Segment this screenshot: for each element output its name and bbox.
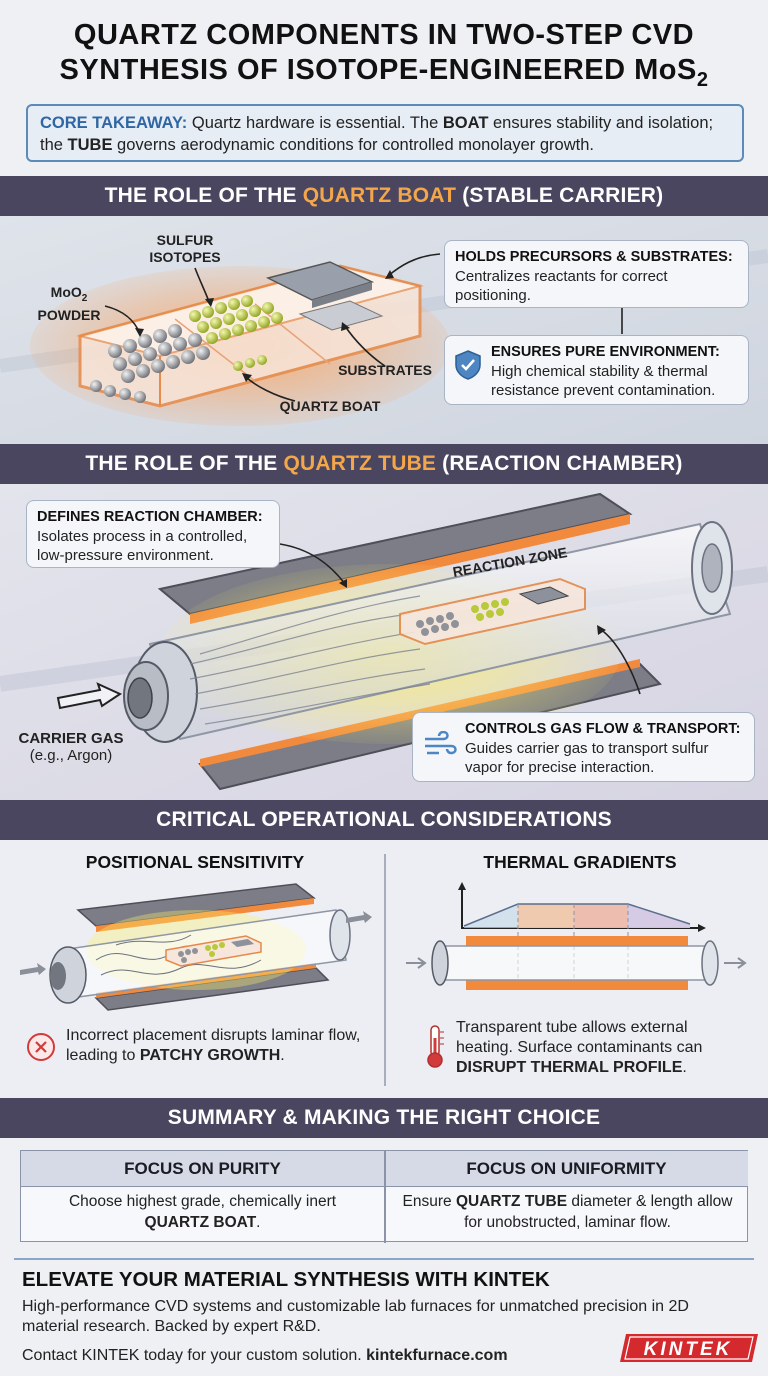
takeaway-text-2: ensures stability and isolation; the [40, 114, 714, 154]
summary-col2-bold: QUARTZ TUBE [455, 1193, 568, 1210]
summary-col1-header: FOCUS ON PURITY [21, 1151, 384, 1187]
label-quartz-boat: QUARTZ BOAT [279, 398, 381, 414]
shield-check-icon [455, 350, 481, 380]
takeaway-boat: BOAT [442, 114, 489, 132]
summary-col2-text: Ensure [402, 1193, 456, 1210]
summary-col1-end: . [256, 1214, 261, 1231]
callout-chamber-heading: DEFINES REACTION CHAMBER: [37, 509, 263, 525]
title-line-1: QUARTZ COMPONENTS IN TWO-STEP CVD [73, 19, 695, 51]
summary-col2-header: FOCUS ON UNIFORMITY [385, 1151, 748, 1187]
core-takeaway-box: CORE TAKEAWAY: Quartz hardware is essent… [26, 104, 744, 162]
tube-heading-pre: THE ROLE OF THE [85, 452, 284, 475]
takeaway-text-3: governs aerodynamic conditions for contr… [112, 136, 594, 154]
label-sulfur-isotopes: SULFUR ISOTOPES [149, 232, 221, 265]
cta-contact: Contact KINTEK today for your custom sol… [22, 1347, 508, 1365]
considerations-heading: CRITICAL OPERATIONAL CONSIDERATIONS [0, 800, 768, 840]
cta-heading: ELEVATE YOUR MATERIAL SYNTHESIS WITH KIN… [22, 1268, 550, 1291]
positional-note-end: . [280, 1047, 285, 1064]
positional-sensitivity-note: Incorrect placement disrupts laminar flo… [66, 1026, 366, 1066]
cta-link[interactable]: kintekfurnace.com [366, 1347, 508, 1364]
callout-gas-flow: CONTROLS GAS FLOW & TRANSPORT: Guides ca… [412, 712, 755, 782]
takeaway-text-1: Quartz hardware is essential. The [187, 114, 443, 132]
tube-section-heading: THE ROLE OF THE QUARTZ TUBE (REACTION CH… [0, 444, 768, 484]
summary-col2-end: diameter & length allow for unobstructed… [464, 1193, 733, 1231]
thermal-note-bold: DISRUPT THERMAL PROFILE [456, 1059, 683, 1076]
boat-heading-pre: THE ROLE OF THE [104, 184, 303, 207]
callout-pure-heading: ENSURES PURE ENVIRONMENT: [491, 344, 720, 360]
summary-col1-text: Choose highest grade, chemically inert [68, 1193, 337, 1210]
footer-divider [14, 1258, 754, 1260]
callout-chamber-text: Isolates process in a controlled, low-pr… [37, 528, 248, 564]
positional-note-bold: PATCHY GROWTH [139, 1047, 281, 1064]
summary-col1-cell: Choose highest grade, chemically inert Q… [31, 1191, 374, 1233]
page-title: QUARTZ COMPONENTS IN TWO-STEP CVD SYNTHE… [0, 18, 768, 98]
summary-table: FOCUS ON PURITY FOCUS ON UNIFORMITY Choo… [20, 1150, 748, 1243]
kintek-logo[interactable]: KINTEK [618, 1332, 760, 1364]
summary-col2-cell: Ensure QUARTZ TUBE diameter & length all… [395, 1191, 740, 1233]
summary-heading: SUMMARY & MAKING THE RIGHT CHOICE [0, 1098, 768, 1138]
wind-icon [425, 731, 457, 755]
title-line-2-text: SYNTHESIS OF ISOTOPE-ENGINEERED MoS [59, 54, 697, 86]
callout-holds-heading: HOLDS PRECURSORS & SUBSTRATES: [455, 249, 733, 265]
label-substrates: SUBSTRATES [338, 362, 432, 378]
label-moo2-powder: MoO2 POWDER [24, 284, 114, 324]
callout-holds-precursors: HOLDS PRECURSORS & SUBSTRATES: Centraliz… [444, 240, 749, 308]
title-subscript: 2 [696, 68, 709, 91]
cta-contact-text: Contact KINTEK today for your custom sol… [22, 1347, 367, 1364]
callout-reaction-chamber: DEFINES REACTION CHAMBER: Isolates proce… [26, 500, 280, 568]
label-moo2-powder-text: POWDER [37, 306, 101, 323]
title-line-2: SYNTHESIS OF ISOTOPE-ENGINEERED MoS2 [0, 53, 768, 98]
takeaway-tube: TUBE [67, 136, 113, 154]
considerations-divider [384, 854, 386, 1086]
callout-gas-heading: CONTROLS GAS FLOW & TRANSPORT: [465, 721, 741, 737]
label-carrier-gas: CARRIER GAS (e.g., Argon) [16, 730, 126, 764]
boat-section-heading: THE ROLE OF THE QUARTZ BOAT (STABLE CARR… [0, 176, 768, 216]
boat-heading-highlight: QUARTZ BOAT [302, 184, 457, 207]
kintek-logo-text: KINTEK [644, 1339, 733, 1360]
summary-col1-bold: QUARTZ BOAT [144, 1214, 257, 1231]
error-x-icon [27, 1033, 55, 1061]
label-carrier-gas-text: CARRIER GAS [18, 730, 124, 747]
label-moo2-subscript: 2 [81, 292, 88, 304]
thermal-note-end: . [682, 1059, 687, 1076]
takeaway-label: CORE TAKEAWAY: [40, 114, 188, 132]
callout-pure-environment: ENSURES PURE ENVIRONMENT: High chemical … [444, 335, 749, 405]
summary-table-divider [384, 1151, 386, 1243]
positional-sensitivity-title: POSITIONAL SENSITIVITY [85, 852, 305, 872]
label-carrier-gas-sub: (e.g., Argon) [29, 747, 113, 764]
callout-gas-text: Guides carrier gas to transport sulfur v… [465, 740, 709, 776]
positional-sensitivity-illustration [20, 883, 372, 1011]
label-moo2-text: MoO [50, 284, 82, 300]
positional-note-text: Incorrect placement disrupts laminar flo… [66, 1027, 361, 1064]
callout-pure-text: High chemical stability & thermal resist… [491, 363, 716, 399]
thermal-gradients-illustration [406, 882, 747, 990]
tube-heading-highlight: QUARTZ TUBE [283, 452, 437, 475]
thermal-gradients-title: THERMAL GRADIENTS [483, 852, 677, 872]
callout-holds-text: Centralizes reactants for correct positi… [455, 268, 668, 304]
thermal-note-text: Transparent tube allows external heating… [456, 1019, 703, 1056]
cta-text: High-performance CVD systems and customi… [22, 1298, 689, 1335]
boat-heading-post: (STABLE CARRIER) [456, 184, 664, 207]
thermometer-icon [427, 1025, 444, 1068]
thermal-gradients-note: Transparent tube allows external heating… [456, 1018, 746, 1078]
tube-heading-post: (REACTION CHAMBER) [436, 452, 683, 475]
